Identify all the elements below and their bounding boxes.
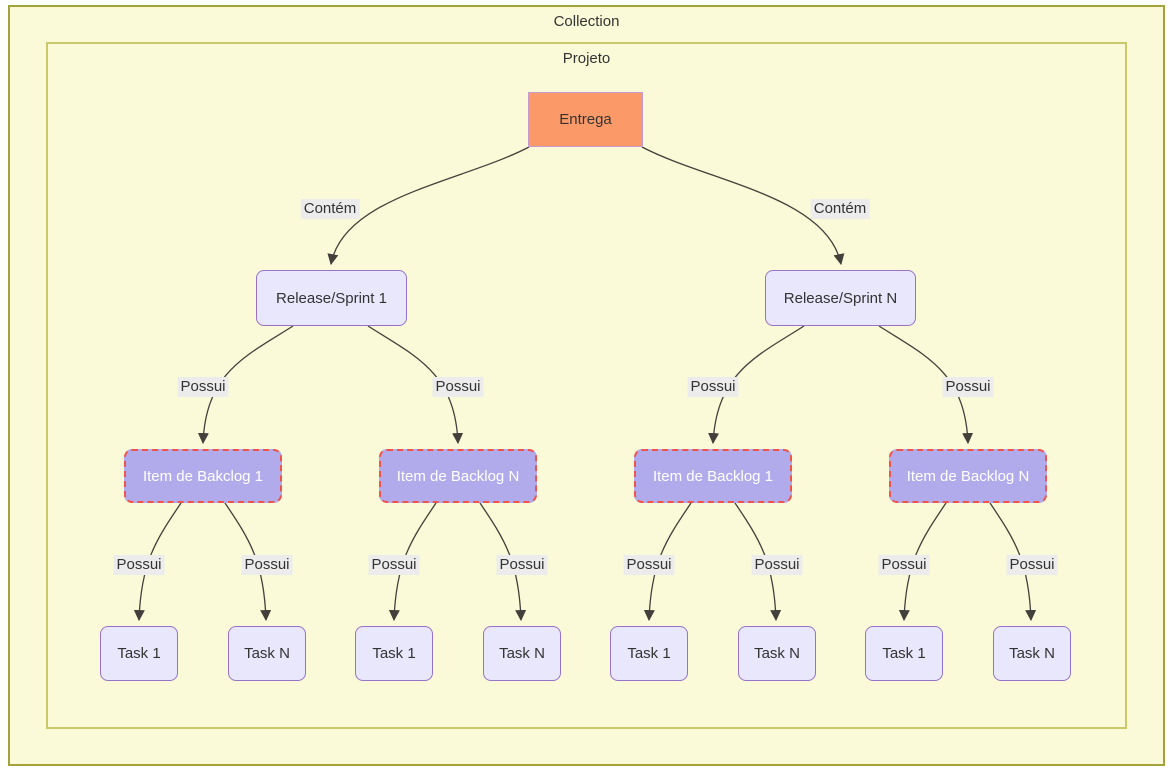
node-task-4[interactable]: Task N — [483, 626, 561, 681]
node-task-5[interactable]: Task 1 — [610, 626, 688, 681]
node-task-8[interactable]: Task N — [993, 626, 1071, 681]
edge-label-contem-left[interactable]: Contém — [300, 199, 360, 219]
node-task-1[interactable]: Task 1 — [100, 626, 178, 681]
node-task-7-label: Task 1 — [882, 645, 926, 662]
edge-label-possui-b4-t8[interactable]: Possui — [1006, 555, 1058, 575]
node-task-5-label: Task 1 — [627, 645, 671, 662]
projeto-label: Projeto — [562, 50, 611, 67]
node-backlog-item-1[interactable]: Item de Bakclog 1 — [124, 449, 282, 503]
node-backlog-item-4[interactable]: Item de Backlog N — [889, 449, 1047, 503]
edge-label-possui-b3-t6[interactable]: Possui — [751, 555, 803, 575]
node-release-sprint-1[interactable]: Release/Sprint 1 — [256, 270, 407, 326]
edge-label-possui-b1-t2[interactable]: Possui — [241, 555, 293, 575]
node-backlog-item-2[interactable]: Item de Backlog N — [379, 449, 537, 503]
node-backlog-item-3-label: Item de Backlog 1 — [652, 467, 774, 485]
edge-label-contem-right[interactable]: Contém — [810, 199, 870, 219]
node-backlog-item-1-label: Item de Bakclog 1 — [142, 467, 264, 485]
edge-label-possui-rn-b3[interactable]: Possui — [687, 377, 739, 397]
node-task-3[interactable]: Task 1 — [355, 626, 433, 681]
node-release-sprint-n-label: Release/Sprint N — [783, 289, 898, 307]
node-task-3-label: Task 1 — [372, 645, 416, 662]
node-task-7[interactable]: Task 1 — [865, 626, 943, 681]
edge-label-possui-r1-b1[interactable]: Possui — [177, 377, 229, 397]
node-release-sprint-n[interactable]: Release/Sprint N — [765, 270, 916, 326]
edge-label-possui-b3-t5[interactable]: Possui — [623, 555, 675, 575]
node-task-8-label: Task N — [1009, 645, 1055, 662]
node-task-1-label: Task 1 — [117, 645, 161, 662]
edge-label-possui-r1-b2[interactable]: Possui — [432, 377, 484, 397]
node-backlog-item-2-label: Item de Backlog N — [396, 467, 520, 485]
node-entrega-label: Entrega — [559, 111, 612, 128]
node-release-sprint-1-label: Release/Sprint 1 — [276, 289, 387, 307]
node-task-4-label: Task N — [499, 645, 545, 662]
node-task-6[interactable]: Task N — [738, 626, 816, 681]
node-backlog-item-3[interactable]: Item de Backlog 1 — [634, 449, 792, 503]
edge-label-possui-rn-b4[interactable]: Possui — [942, 377, 994, 397]
edge-label-possui-b2-t4[interactable]: Possui — [496, 555, 548, 575]
edge-label-possui-b1-t1[interactable]: Possui — [113, 555, 165, 575]
node-entrega[interactable]: Entrega — [528, 92, 643, 147]
node-task-2-label: Task N — [244, 645, 290, 662]
node-task-6-label: Task N — [754, 645, 800, 662]
node-backlog-item-4-label: Item de Backlog N — [906, 467, 1030, 485]
edge-label-possui-b4-t7[interactable]: Possui — [878, 555, 930, 575]
node-task-2[interactable]: Task N — [228, 626, 306, 681]
edge-label-possui-b2-t3[interactable]: Possui — [368, 555, 420, 575]
collection-label: Collection — [553, 13, 620, 30]
